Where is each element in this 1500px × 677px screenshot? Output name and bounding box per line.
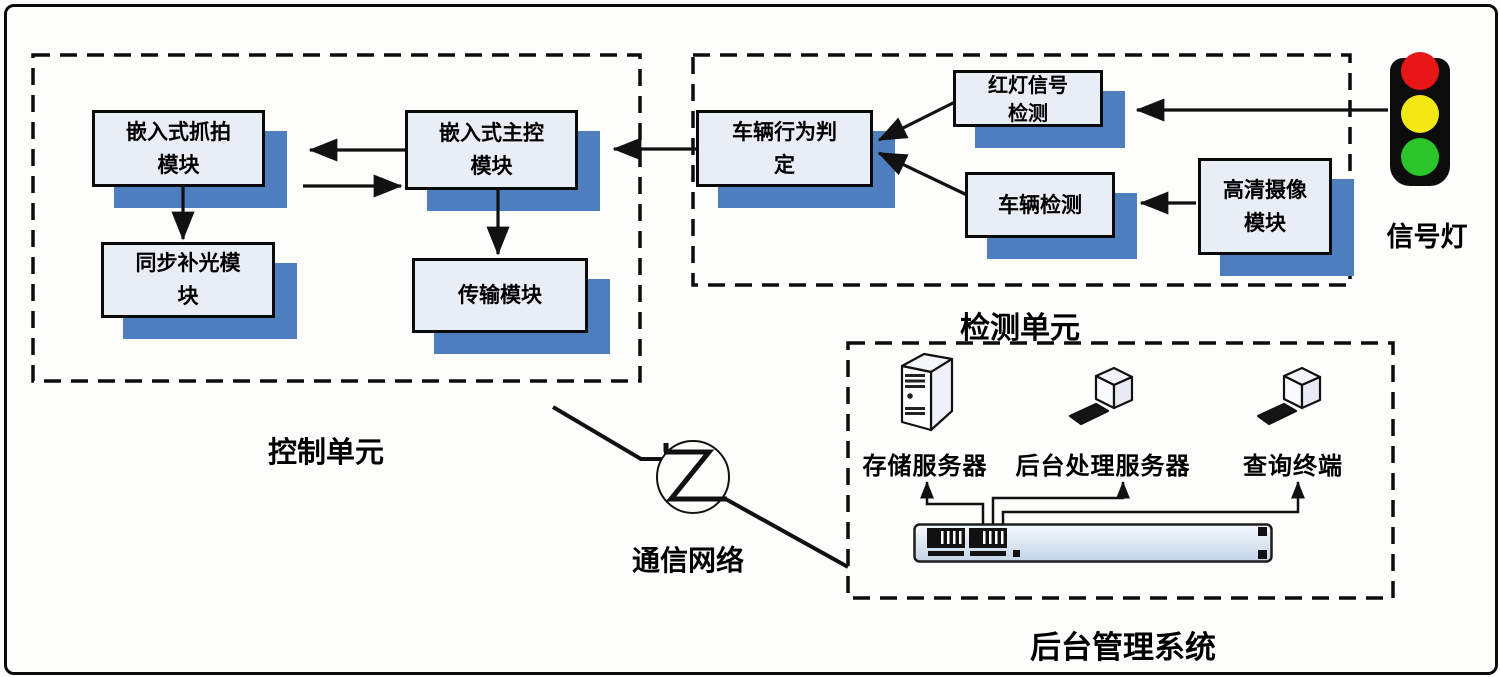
- green-lamp-icon: [1401, 138, 1439, 176]
- storage-server-label: 存储服务器: [862, 452, 988, 480]
- traffic-light-icon: [1390, 52, 1450, 186]
- module-embedded-master: 嵌入式主控 模块: [405, 110, 578, 190]
- detection-unit-label: 检测单元: [960, 311, 1080, 346]
- processing-server-label: 后台处理服务器: [1015, 452, 1191, 480]
- control-unit-label: 控制单元: [267, 435, 385, 469]
- module-hd-camera: 高清摄像 模块: [1198, 158, 1332, 255]
- red-lamp-icon: [1401, 52, 1439, 90]
- network-switch-icon: [913, 523, 1273, 567]
- yellow-lamp-icon: [1401, 95, 1439, 133]
- network-circle-icon: [656, 440, 730, 514]
- module-vehicle-detect: 车辆检测: [965, 172, 1115, 238]
- detection-unit-dashed-border: [691, 53, 1352, 287]
- keyboard-icon: [1068, 402, 1110, 426]
- network-label: 通信网络: [631, 544, 745, 577]
- module-sync-fill-light: 同步补光模 块: [101, 242, 275, 318]
- network-z-icon: [663, 443, 727, 502]
- backend-system-label: 后台管理系统: [1030, 630, 1216, 666]
- backend-unit-dashed-border: [846, 341, 1395, 600]
- module-red-light-detect: 红灯信号 检测: [953, 70, 1103, 127]
- network-link-lines: [551, 405, 849, 569]
- module-embedded-capture: 嵌入式抓拍 模块: [92, 110, 265, 187]
- keyboard-icon: [1256, 402, 1298, 426]
- module-vehicle-behavior: 车辆行为判 定: [696, 110, 873, 187]
- storage-server-icon: [893, 349, 959, 439]
- traffic-light-label: 信号灯: [1386, 222, 1468, 253]
- processing-server-icon: [1068, 366, 1138, 432]
- query-terminal-label: 查询终端: [1243, 452, 1343, 480]
- control-unit-dashed-border: [31, 53, 642, 383]
- query-terminal-icon: [1256, 366, 1326, 432]
- module-transmission: 传输模块: [412, 258, 588, 333]
